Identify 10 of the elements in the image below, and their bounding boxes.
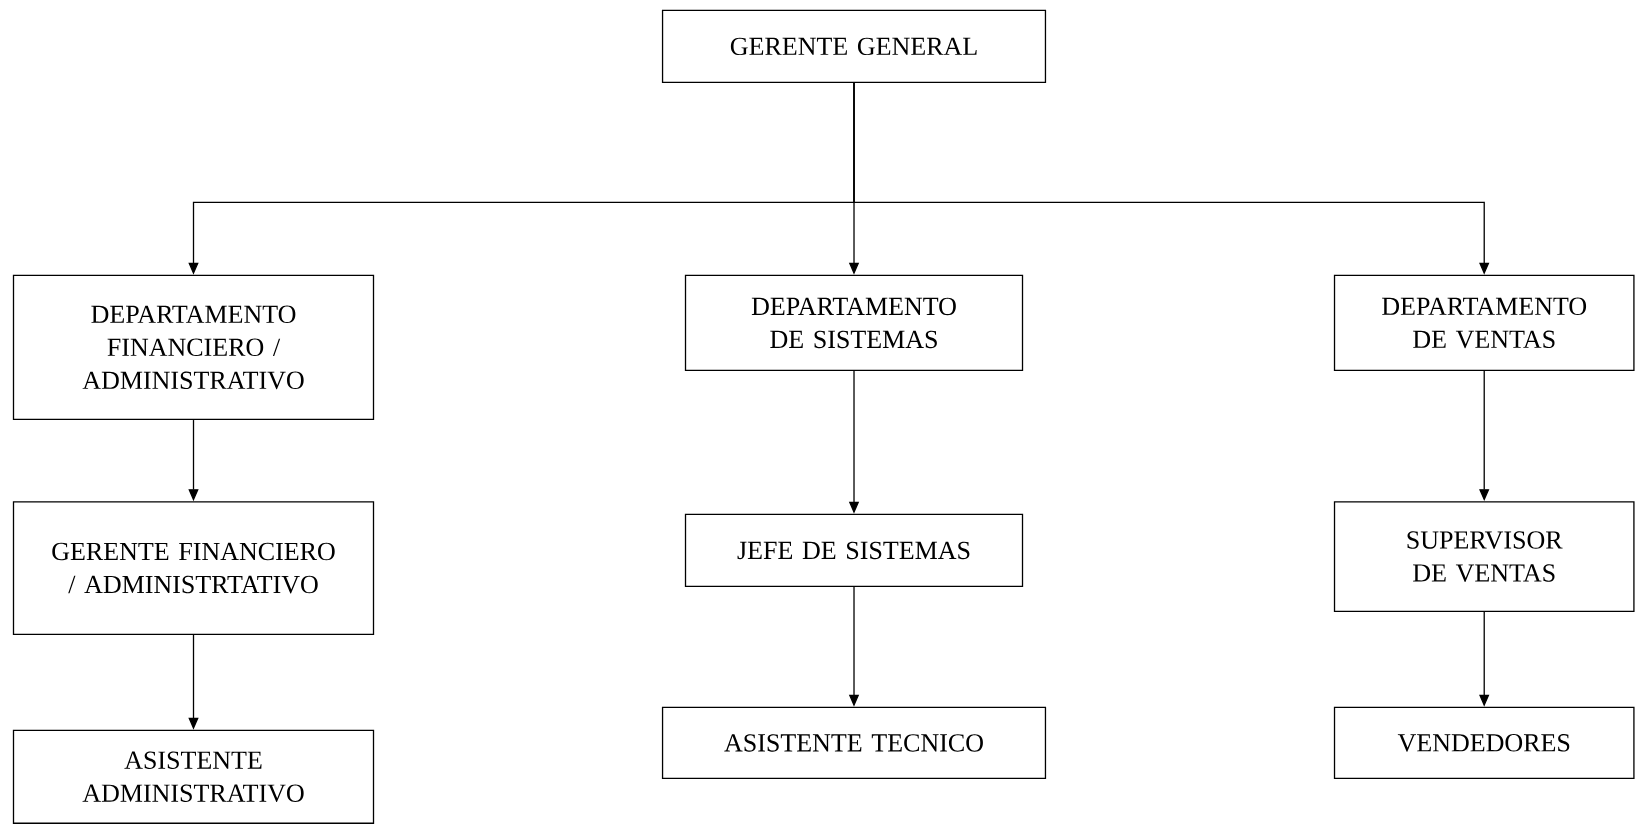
org-box: DEPARTAMENTO DE VENTAS [1333,274,1635,371]
org-box: SUPERVISOR DE VENTAS [1333,501,1635,613]
org-box: GERENTE FINANCIERO / ADMINISTRTATIVO [12,501,375,635]
org-box: ASISTENTE ADMINISTRATIVO [12,729,375,824]
org-box: JEFE DE SISTEMAS [684,513,1024,588]
org-box: VENDEDORES [1333,706,1635,779]
org-box: DEPARTAMENTO FINANCIERO / ADMINISTRATIVO [12,274,375,421]
org-box: GERENTE GENERAL [661,9,1047,84]
org-box: DEPARTAMENTO DE SISTEMAS [684,274,1024,371]
org-box: ASISTENTE TECNICO [661,706,1047,779]
